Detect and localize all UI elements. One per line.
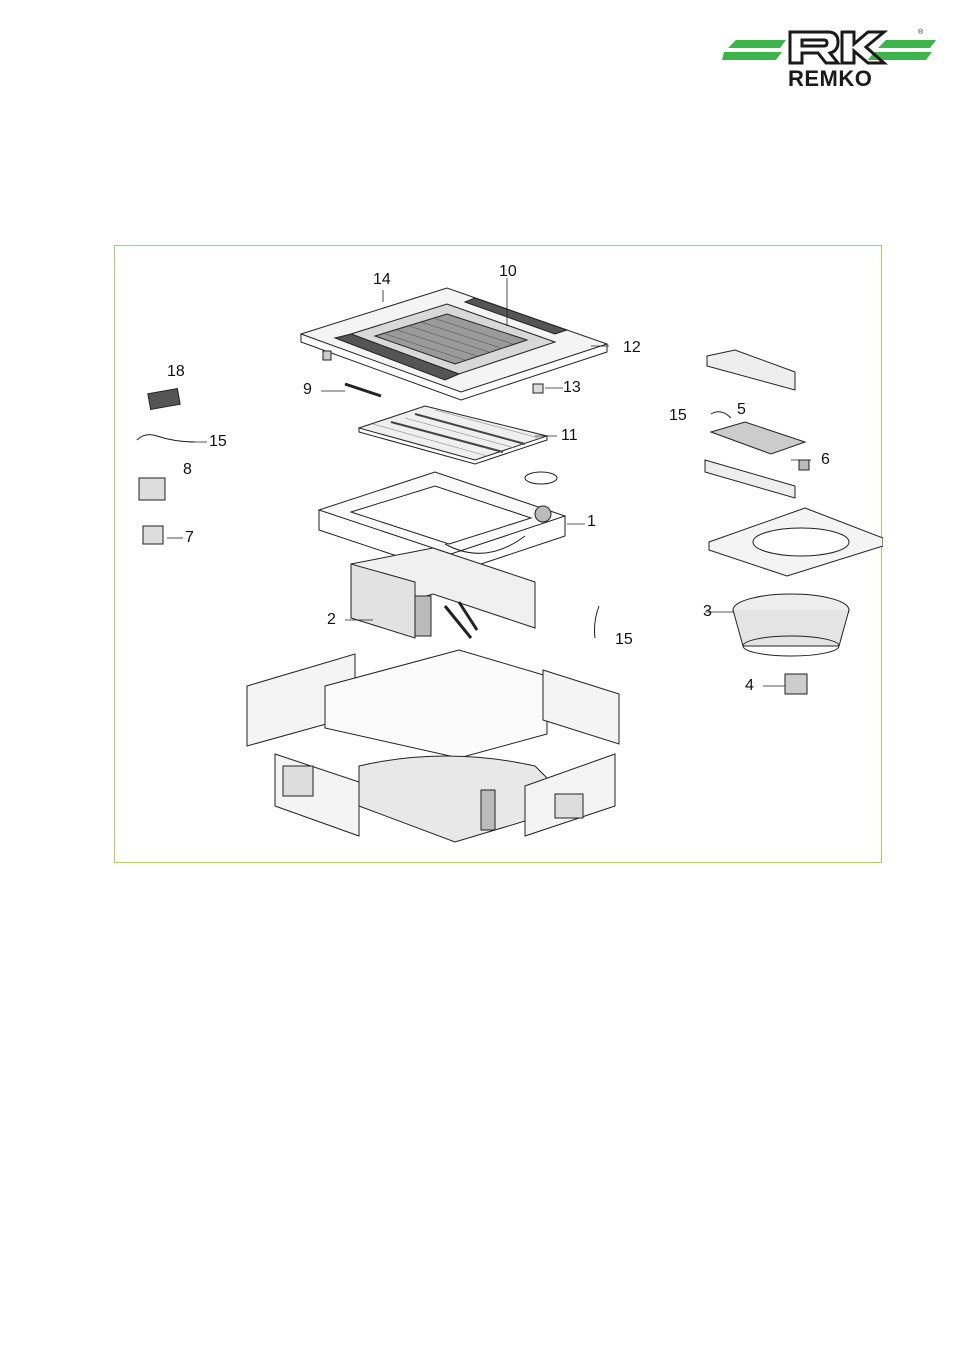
callout-6: 6 (821, 451, 830, 468)
callout-13: 13 (563, 379, 581, 396)
cap-part (532, 383, 544, 394)
remote-control-part (147, 387, 181, 411)
fan-part (732, 593, 850, 657)
brand-name: REMKO (788, 66, 873, 91)
callout-15-left: 15 (209, 433, 227, 450)
callout-1: 1 (587, 513, 596, 530)
motor-part (784, 673, 808, 695)
callout-14: 14 (373, 271, 391, 288)
callout-8: 8 (183, 461, 192, 478)
wire-part (594, 605, 600, 639)
callout-18: 18 (167, 363, 185, 380)
callout-3: 3 (703, 603, 712, 620)
sensor-cable-right-part (710, 411, 732, 419)
bell-mouth-part (708, 507, 883, 577)
chassis-part (246, 649, 620, 843)
callout-2: 2 (327, 611, 336, 628)
component-8-part (138, 477, 166, 501)
callout-5: 5 (737, 401, 746, 418)
registered-mark: ® (918, 28, 924, 36)
control-cover-part (706, 349, 796, 391)
air-filter-part (357, 405, 549, 465)
callout-9: 9 (303, 381, 312, 398)
drain-pan-part (317, 471, 567, 575)
exploded-view-drawing (136, 278, 883, 843)
callout-15-right: 15 (669, 407, 687, 424)
front-panel-part (299, 287, 609, 401)
remko-logo-mark: ® (722, 28, 936, 65)
control-box-part (704, 459, 796, 499)
terminal-part (798, 459, 810, 471)
heat-exchanger-part (350, 547, 536, 639)
disc-part (524, 471, 558, 485)
diagram-frame: 14 10 12 18 9 13 15 11 8 1 7 2 15 15 5 6… (114, 245, 883, 863)
callout-7: 7 (185, 529, 194, 546)
callout-4: 4 (745, 677, 754, 694)
leader-lines (167, 278, 811, 687)
sensor-cable-part (136, 434, 196, 443)
callout-11: 11 (561, 427, 578, 444)
callout-15-middle: 15 (615, 631, 633, 648)
louver-rod-part (344, 382, 382, 398)
callout-10: 10 (499, 263, 517, 280)
component-7-part (142, 525, 164, 545)
control-board-part (709, 421, 807, 455)
callout-12: 12 (623, 339, 641, 356)
